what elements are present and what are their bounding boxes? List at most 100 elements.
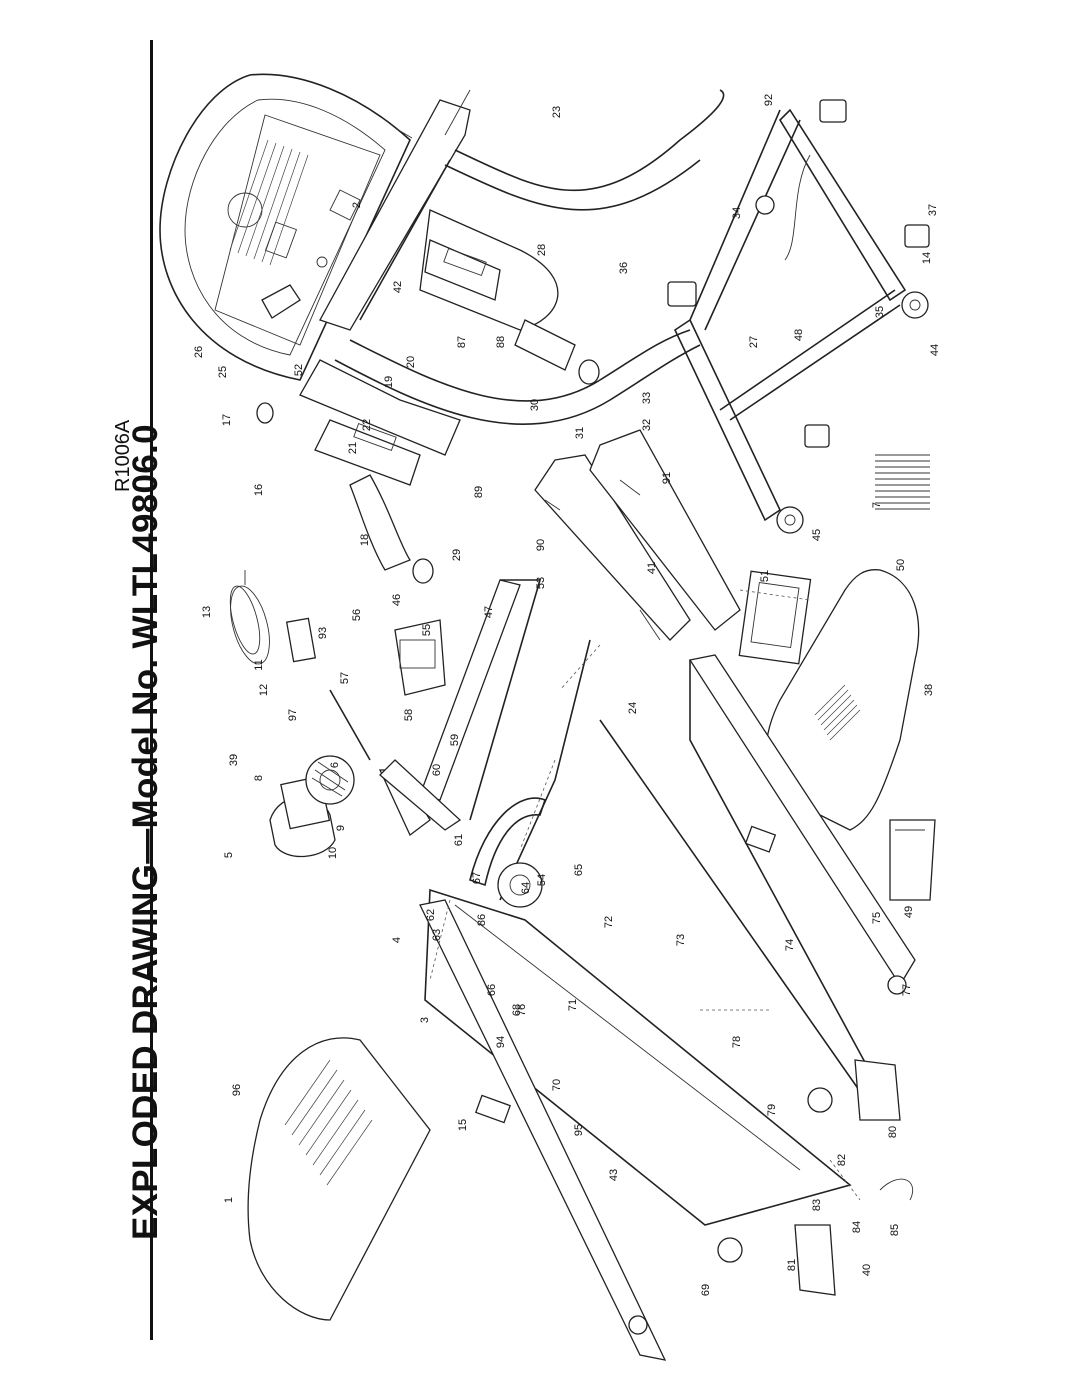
console-assembly xyxy=(159,73,471,381)
part-callout-42: 42 xyxy=(392,281,404,293)
part-callout-5: 5 xyxy=(223,852,235,858)
part-callout-51: 51 xyxy=(759,570,771,582)
part-callout-50: 50 xyxy=(895,559,907,571)
part-callout-19: 19 xyxy=(383,376,395,388)
part-callout-73: 73 xyxy=(675,934,687,946)
part-callout-61: 61 xyxy=(453,834,465,846)
hardware-misc xyxy=(429,454,930,1201)
drive-motor xyxy=(269,755,355,858)
part-callout-58: 58 xyxy=(403,709,415,721)
part-callout-1: 1 xyxy=(223,1197,235,1203)
part-callout-11: 11 xyxy=(253,659,265,670)
part-callout-59: 59 xyxy=(449,734,461,746)
part-callout-40: 40 xyxy=(861,1264,873,1276)
part-callout-6: 6 xyxy=(329,762,341,768)
part-callout-76: 76 xyxy=(516,1004,528,1016)
part-callout-30: 30 xyxy=(529,399,541,411)
part-callout-63: 63 xyxy=(431,929,443,941)
part-callout-35: 35 xyxy=(874,306,886,318)
part-callout-74: 74 xyxy=(784,939,796,951)
part-callout-13: 13 xyxy=(201,606,213,618)
part-callout-66: 66 xyxy=(486,984,498,996)
part-callout-89: 89 xyxy=(473,486,485,498)
part-callout-28: 28 xyxy=(536,244,548,256)
part-callout-12: 12 xyxy=(258,684,270,696)
part-callout-87: 87 xyxy=(456,336,468,348)
part-callout-77: 77 xyxy=(901,984,913,996)
part-callout-64: 64 xyxy=(520,882,532,894)
wheel-assembly xyxy=(776,291,929,534)
part-callout-27: 27 xyxy=(748,336,760,348)
part-callout-82: 82 xyxy=(836,1154,848,1166)
part-callout-57: 57 xyxy=(339,672,351,684)
part-callout-36: 36 xyxy=(618,262,630,274)
part-callout-70: 70 xyxy=(551,1079,563,1091)
part-callout-39: 39 xyxy=(228,754,240,766)
part-callout-23: 23 xyxy=(551,106,563,118)
part-callout-86: 86 xyxy=(476,914,488,926)
part-callout-44: 44 xyxy=(929,344,941,356)
part-callout-33: 33 xyxy=(641,392,653,404)
part-callout-31: 31 xyxy=(574,427,586,439)
part-callout-17: 17 xyxy=(221,414,233,426)
part-callout-52: 52 xyxy=(293,364,305,376)
part-callout-10: 10 xyxy=(327,847,339,859)
deck-frame xyxy=(378,579,936,1361)
part-callout-34: 34 xyxy=(731,207,743,219)
part-callout-67: 67 xyxy=(471,872,483,884)
part-callout-14: 14 xyxy=(921,252,933,264)
part-callout-95: 95 xyxy=(573,1124,585,1136)
part-callout-2: 2 xyxy=(351,202,363,208)
part-callout-56: 56 xyxy=(351,609,363,621)
part-callout-94: 94 xyxy=(495,1036,507,1048)
base-frame xyxy=(667,99,930,522)
motor-hood xyxy=(738,569,920,831)
part-callout-69: 69 xyxy=(700,1284,712,1296)
incline-motor xyxy=(329,619,446,761)
part-callout-96: 96 xyxy=(231,1084,243,1096)
part-callout-92: 92 xyxy=(763,94,775,106)
part-callout-4: 4 xyxy=(391,937,403,943)
part-callout-54: 54 xyxy=(536,874,548,886)
part-callout-37: 37 xyxy=(927,204,939,216)
part-callout-25: 25 xyxy=(217,366,229,378)
part-callout-47: 47 xyxy=(483,606,495,618)
part-callout-48: 48 xyxy=(793,329,805,341)
part-callout-21: 21 xyxy=(347,442,359,454)
part-callout-38: 38 xyxy=(923,684,935,696)
part-callout-45: 45 xyxy=(811,529,823,541)
part-callout-53: 53 xyxy=(535,577,547,589)
part-callout-7: 7 xyxy=(871,502,883,508)
part-callout-93: 93 xyxy=(317,627,329,639)
side-covers xyxy=(534,429,741,641)
part-callout-55: 55 xyxy=(421,624,433,636)
part-callout-49: 49 xyxy=(903,906,915,918)
part-callout-85: 85 xyxy=(889,1224,901,1236)
part-callouts: 1234567891011121314151617181920212223242… xyxy=(193,94,941,1296)
part-callout-8: 8 xyxy=(253,775,265,781)
part-callout-9: 9 xyxy=(335,825,347,831)
part-callout-22: 22 xyxy=(361,419,373,431)
part-callout-20: 20 xyxy=(405,356,417,368)
upright-frame xyxy=(256,89,725,584)
part-callout-65: 65 xyxy=(573,864,585,876)
part-callout-84: 84 xyxy=(851,1221,863,1233)
part-callout-18: 18 xyxy=(359,534,371,546)
part-callout-46: 46 xyxy=(391,594,403,606)
part-callout-15: 15 xyxy=(457,1119,469,1131)
part-callout-80: 80 xyxy=(887,1126,899,1138)
part-callout-88: 88 xyxy=(495,336,507,348)
part-callout-26: 26 xyxy=(193,346,205,358)
part-callout-83: 83 xyxy=(811,1199,823,1211)
part-callout-90: 90 xyxy=(535,539,547,551)
part-callout-68: 68 xyxy=(511,1004,523,1016)
part-callout-29: 29 xyxy=(451,549,463,561)
part-callout-3: 3 xyxy=(419,1017,431,1023)
part-callout-62: 62 xyxy=(425,909,437,921)
part-callout-32: 32 xyxy=(641,419,653,431)
part-callout-78: 78 xyxy=(731,1036,743,1048)
part-callout-91: 91 xyxy=(661,472,673,484)
part-callout-75: 75 xyxy=(871,912,883,924)
